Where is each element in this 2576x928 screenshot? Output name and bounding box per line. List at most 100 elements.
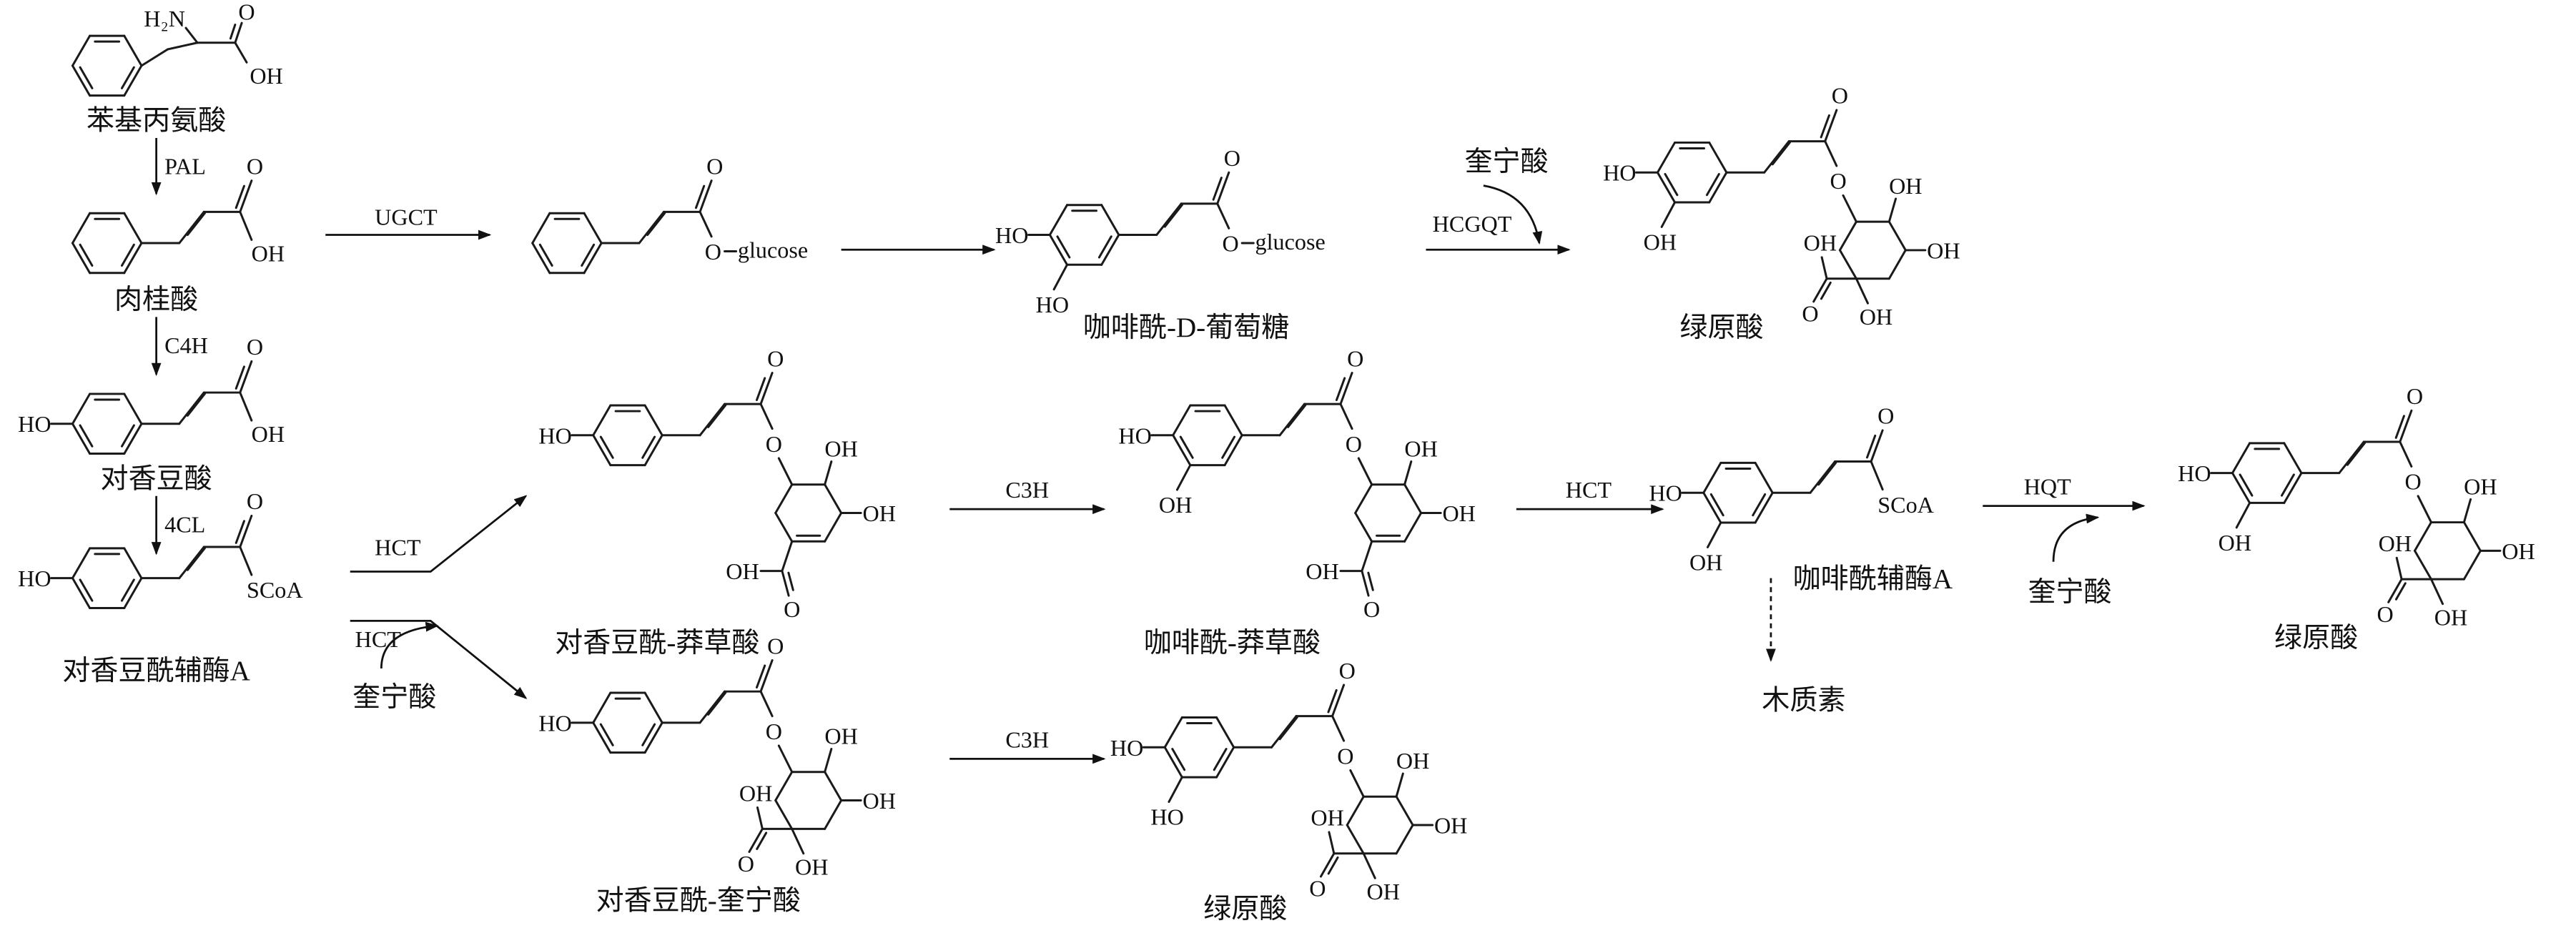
bond — [123, 242, 143, 275]
bond — [1287, 404, 1307, 428]
bond — [2283, 442, 2303, 475]
bond — [1331, 715, 1346, 742]
atom-label-o: O — [1309, 876, 1326, 902]
bond — [2413, 521, 2432, 552]
atom-label-oh: OH — [252, 240, 285, 266]
atom-label-oh: OH — [862, 500, 895, 526]
compound-captions: 苯基丙氨酸 肉桂酸 对香豆酸 对香豆酰辅酶A 咖啡酰-D-葡萄糖 绿原酸 对香豆… — [62, 105, 2358, 924]
atom-label-o: O — [767, 633, 784, 658]
bond — [140, 48, 169, 67]
bond — [1339, 403, 1353, 430]
bond — [1319, 852, 1336, 878]
structure-cinnamic-acid: OOH — [71, 154, 285, 275]
bond — [1809, 460, 1837, 494]
bond — [531, 242, 551, 275]
bond — [2417, 495, 2432, 524]
atom-label-o: O — [1339, 658, 1356, 683]
bond — [123, 34, 143, 67]
bond — [1357, 457, 1373, 486]
bond — [235, 520, 245, 544]
bond — [824, 483, 843, 515]
bond — [79, 424, 94, 448]
bond — [643, 434, 663, 467]
caption-caffeoyl-glucose: 咖啡酰-D-葡萄糖 — [1083, 312, 1290, 343]
bond — [1709, 493, 1724, 517]
bond — [123, 577, 143, 609]
bond — [1842, 194, 1857, 223]
bond — [1168, 776, 1183, 804]
bond — [1331, 683, 1346, 718]
atom-label-o: O — [1337, 743, 1353, 769]
enzyme-hct-upper: HCT — [375, 535, 421, 561]
caption-phenylalanine: 苯基丙氨酸 — [87, 105, 226, 136]
bond — [2231, 442, 2251, 475]
bond — [824, 460, 833, 486]
atom-label-oh: OH — [250, 63, 282, 89]
bond — [583, 212, 603, 245]
bond — [2413, 549, 2432, 581]
bond — [824, 771, 843, 802]
caption-p-coumaroyl-shikimate: 对香豆酰-莽草酸 — [555, 628, 759, 658]
enzyme-ugct: UGCT — [375, 204, 438, 230]
bond — [1660, 201, 1677, 228]
bond — [2394, 415, 2405, 439]
atom-label-o: O — [767, 345, 784, 371]
atom-label-ho: HO — [1649, 480, 1682, 506]
bond — [234, 21, 243, 44]
bond — [71, 242, 92, 275]
bond — [1216, 202, 1230, 229]
bond — [1403, 483, 1423, 515]
bond — [2429, 578, 2444, 606]
arrow-hct-upper — [350, 495, 528, 573]
bond — [1754, 491, 1774, 524]
bond — [1820, 256, 1828, 280]
bond — [234, 41, 248, 64]
bond — [239, 514, 253, 548]
bond — [1048, 234, 1069, 266]
bond — [1763, 140, 1790, 174]
atom-label-o: O — [1224, 145, 1240, 171]
bond — [583, 242, 603, 275]
bond — [756, 831, 768, 850]
bond — [699, 210, 713, 238]
bond — [123, 64, 143, 97]
cosubstrate-labels: 奎宁酸 奎宁酸 奎宁酸 — [352, 147, 2111, 713]
atom-label-o: O — [784, 596, 800, 622]
bond — [1212, 177, 1223, 201]
bond — [1349, 769, 1365, 798]
bond — [777, 744, 794, 774]
enzyme-hcgqt: HCGQT — [1433, 211, 1512, 237]
bond — [1223, 404, 1243, 437]
atom-label-oh: OH — [1442, 500, 1475, 526]
atom-label-oh: OH — [739, 780, 772, 806]
enzyme-c3h-upper: C3H — [1005, 477, 1049, 503]
bond — [71, 393, 92, 425]
bond — [239, 210, 253, 241]
bond — [1855, 277, 1869, 305]
atom-label-ho: HO — [1603, 160, 1636, 186]
bond — [239, 546, 253, 576]
bond — [694, 184, 706, 209]
atom-label-o: O — [766, 719, 782, 744]
atom-label-oh: OH — [795, 854, 828, 880]
enzyme-hqt: HQT — [2024, 474, 2071, 500]
bond — [759, 372, 774, 405]
bond — [1820, 281, 1832, 300]
bond — [1708, 171, 1728, 204]
bond — [178, 546, 205, 580]
atom-label-scoa: SCoA — [1877, 492, 1934, 518]
bond — [1820, 114, 1830, 139]
bond — [1052, 263, 1069, 291]
bond — [641, 435, 656, 459]
caption-p-coumaroyl-coa: 对香豆酰辅酶A — [62, 656, 250, 686]
atom-label-ho: HO — [18, 566, 51, 591]
bond — [1865, 434, 1877, 459]
bond — [699, 403, 726, 437]
